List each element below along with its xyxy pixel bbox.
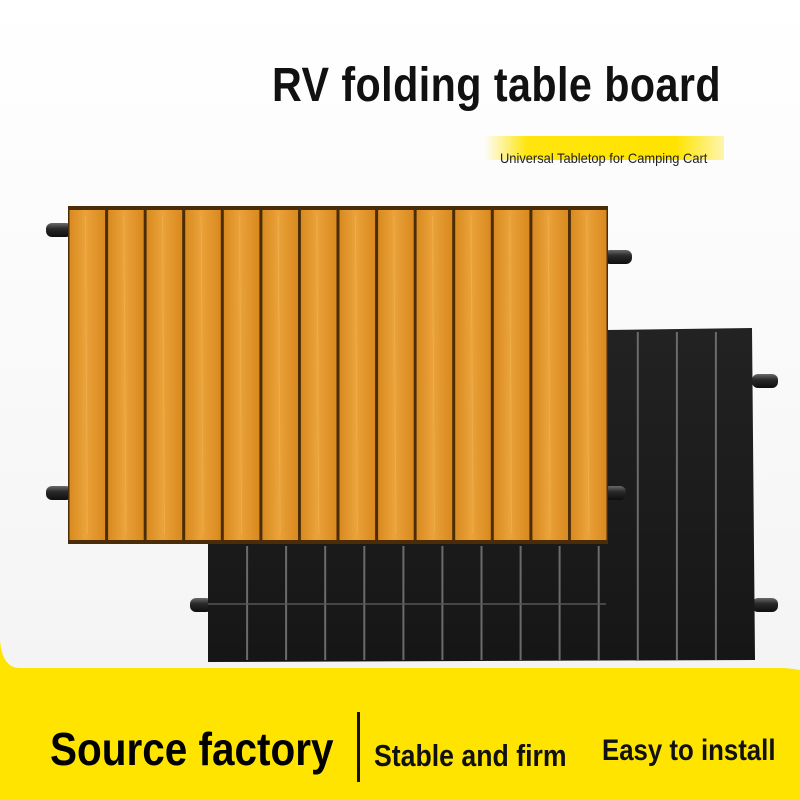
support-rod bbox=[46, 223, 72, 237]
subtitle: Universal Tabletop for Camping Cart bbox=[500, 150, 708, 166]
wood-grain bbox=[316, 215, 320, 535]
wood-table-board bbox=[46, 206, 632, 544]
wood-grain bbox=[509, 215, 513, 535]
wood-grain bbox=[277, 215, 281, 535]
support-rod bbox=[752, 598, 778, 612]
wood-grain bbox=[200, 215, 204, 535]
wood-grain bbox=[470, 215, 474, 535]
support-rod bbox=[604, 486, 626, 500]
footer-easy-install: Easy to install bbox=[602, 734, 776, 767]
wood-grain bbox=[84, 215, 88, 535]
page-title: RV folding table board bbox=[272, 59, 722, 112]
support-rod bbox=[190, 598, 212, 612]
wood-grain bbox=[547, 215, 551, 535]
wood-grain bbox=[239, 215, 243, 535]
footer-source-factory: Source factory bbox=[50, 723, 334, 775]
footer-stable-firm: Stable and firm bbox=[374, 738, 567, 773]
footer-divider bbox=[357, 712, 360, 782]
support-rod bbox=[752, 374, 778, 388]
black-table-board bbox=[190, 328, 778, 662]
support-rod bbox=[604, 250, 632, 264]
wood-grain bbox=[586, 215, 590, 535]
support-rod bbox=[46, 486, 72, 500]
wood-grain bbox=[432, 215, 435, 535]
subtitle-highlight bbox=[484, 136, 724, 160]
wood-grain bbox=[123, 215, 127, 535]
wood-grain bbox=[354, 215, 358, 535]
wood-grain bbox=[162, 215, 165, 535]
wood-grain bbox=[393, 215, 397, 535]
